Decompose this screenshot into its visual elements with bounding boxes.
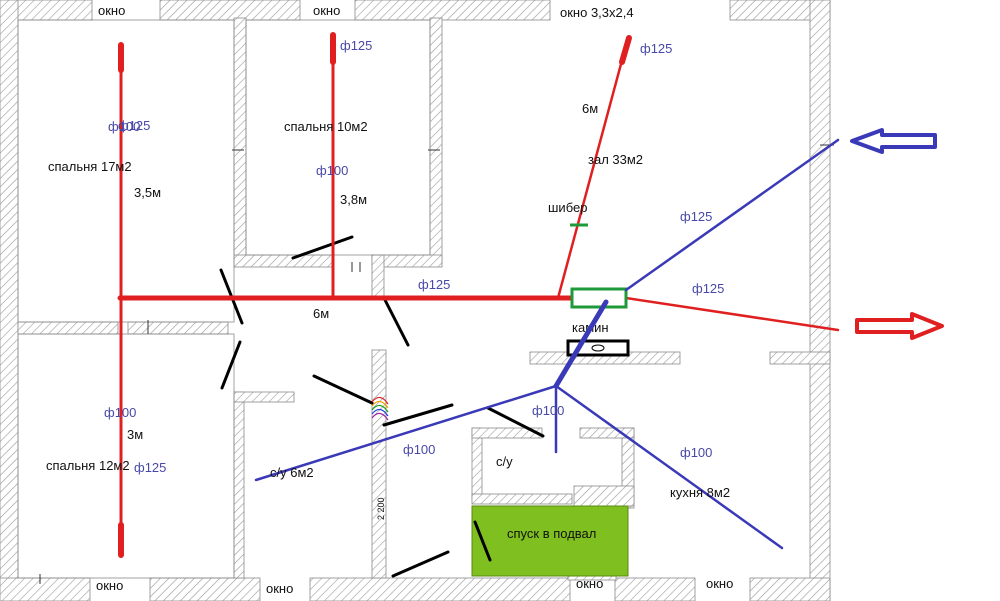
wall-right — [809, 0, 831, 601]
window-label-4: окно — [96, 578, 123, 593]
window-label-2: окно — [313, 3, 340, 18]
door-swing-6 — [382, 403, 454, 427]
supply-hall — [556, 36, 630, 300]
exhaust-arrow-icon — [855, 312, 944, 340]
room-label-bedroom12: спальня 12м2 — [46, 458, 130, 473]
wall-top-3 — [354, 0, 551, 21]
diameter-label-5: ф125 — [640, 41, 672, 56]
window-label-1: окно — [98, 3, 125, 18]
room-label-bedroom10: спальня 10м2 — [284, 119, 368, 134]
basement-area — [471, 505, 629, 577]
diameter-label-2: ф100 — [108, 119, 140, 134]
diameter-label-9: ф100 — [104, 405, 136, 420]
wall-kitchen-step — [573, 485, 635, 507]
intake-arrow-icon — [850, 128, 937, 154]
diameter-label-11: ф100 — [532, 403, 564, 418]
wall-bed10-left — [233, 17, 247, 264]
diameter-label-12: ф100 — [403, 442, 435, 457]
supply-hall-end — [619, 35, 632, 65]
damper-label: шибер — [548, 200, 587, 215]
diameter-label-3: ф125 — [340, 38, 372, 53]
wall-bottom-2 — [149, 577, 261, 601]
measure-wall-2200: 2 200 — [376, 497, 386, 520]
wall-bed10-bottom — [233, 254, 335, 268]
exhaust-ducts — [254, 138, 840, 550]
measure-3-5: 3,5м — [134, 185, 161, 200]
wall-left — [0, 0, 19, 601]
door-swing-8 — [473, 520, 492, 562]
room-label-hall: зал 33м2 — [588, 152, 643, 167]
wall-bath-right — [371, 349, 387, 579]
supply-ducts — [117, 32, 840, 558]
room-label-kitchen: кухня 8м2 — [670, 485, 730, 500]
measure-3-8: 3,8м — [340, 192, 367, 207]
fireplace-box — [570, 287, 628, 309]
wall-bottom-1 — [0, 577, 91, 601]
diameter-label-8: ф125 — [692, 281, 724, 296]
wall-bed10-step — [371, 254, 385, 298]
measure-6-corridor: 6м — [313, 306, 329, 321]
wall-outlines — [17, 19, 431, 579]
wall-top-2 — [159, 0, 301, 21]
wall-bed10-right — [429, 17, 443, 264]
wall-wc-top — [471, 427, 543, 439]
fireplace-opening — [591, 344, 605, 352]
door-swing-9 — [391, 550, 450, 578]
wall-bed17-bottom — [17, 321, 119, 335]
wall-bottom-4 — [614, 577, 696, 601]
window-label-6: окно — [576, 576, 603, 591]
diameter-label-4: ф100 — [316, 163, 348, 178]
wall-bath-left — [233, 391, 245, 579]
door-swings — [219, 235, 545, 578]
door-swing-4 — [383, 298, 410, 347]
door-swing-5 — [312, 374, 374, 405]
door-swing-7 — [486, 406, 545, 438]
room-label-bath6: с/у 6м2 — [270, 465, 314, 480]
diameter-label-10: ф125 — [134, 460, 166, 475]
exhaust-bath — [254, 384, 558, 482]
diameter-label-13: ф100 — [680, 445, 712, 460]
wall-hall-kitchen-2 — [769, 351, 831, 365]
exhaust-riser — [553, 299, 609, 389]
wall-bed17-bottom2 — [127, 321, 229, 335]
exhaust-intake-line — [624, 138, 840, 292]
diameter-label-7: ф125 — [680, 209, 712, 224]
window-label-5: окно — [266, 581, 293, 596]
window-label-7: окно — [706, 576, 733, 591]
door-swing-1 — [291, 235, 354, 260]
cable-bundle — [371, 396, 389, 421]
measure-3: 3м — [127, 427, 143, 442]
basement-label: спуск в подвал — [507, 526, 596, 541]
wall-ticks — [39, 144, 834, 584]
wall-wc-bottom — [471, 493, 573, 505]
diameter-label-6: ф125 — [418, 277, 450, 292]
wall-bottom-3 — [309, 577, 571, 601]
wall-wc-top2 — [579, 427, 635, 439]
wall-bath-top — [233, 391, 295, 403]
room-label-bedroom17: спальня 17м2 — [48, 159, 132, 174]
door-swing-3 — [220, 340, 242, 390]
window-label-3: окно 3,3х2,4 — [560, 5, 634, 20]
wall-wc-left — [471, 427, 483, 501]
exhaust-kitchen — [554, 384, 784, 550]
diameter-label-1: ф125 — [118, 118, 150, 133]
supply-outlet — [624, 296, 840, 332]
room-label-wc: с/у — [496, 454, 513, 469]
wall-bottom-5 — [749, 577, 831, 601]
measure-6-hall: 6м — [582, 101, 598, 116]
walls — [0, 0, 831, 601]
